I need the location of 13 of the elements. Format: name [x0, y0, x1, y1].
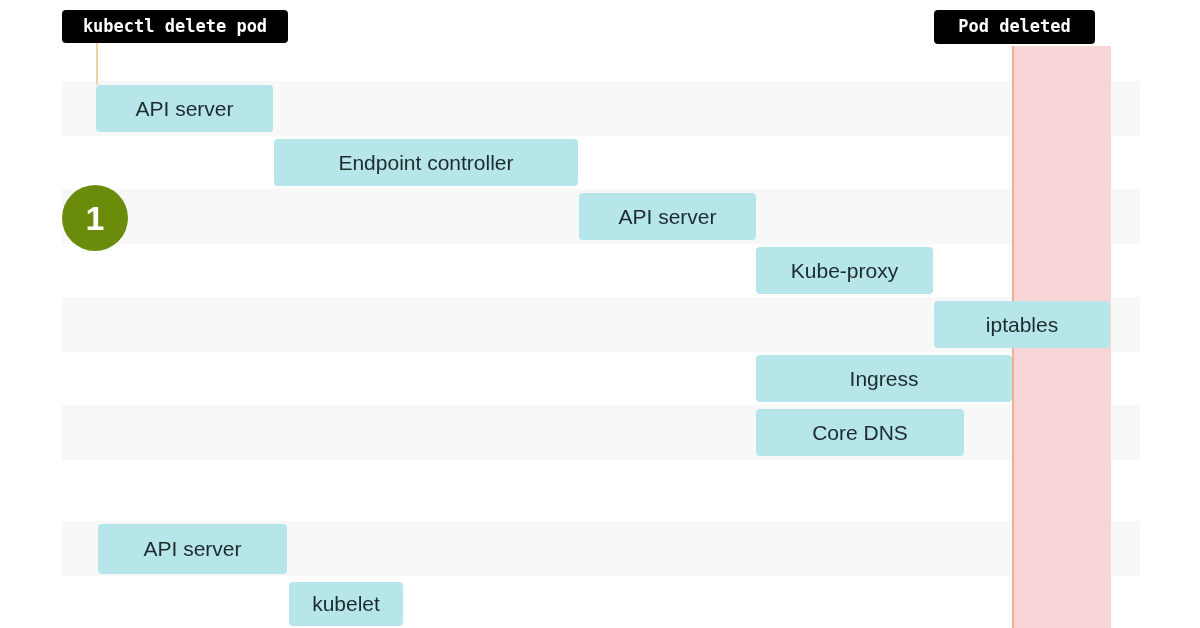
event-tag: Pod deleted [934, 10, 1095, 44]
step-bar: Ingress [756, 355, 1012, 402]
step-bar: kubelet [289, 582, 403, 626]
step-number-badge: 1 [62, 185, 128, 251]
step-bar: Core DNS [756, 409, 964, 456]
step-bar: API server [96, 85, 273, 132]
step-bar: API server [579, 193, 756, 240]
step-bar: Endpoint controller [274, 139, 578, 186]
step-bar: API server [98, 524, 287, 574]
step-bar: Kube-proxy [756, 247, 933, 294]
event-tag: kubectl delete pod [62, 10, 288, 43]
step-bar: iptables [934, 301, 1110, 348]
leader-line [96, 42, 98, 86]
